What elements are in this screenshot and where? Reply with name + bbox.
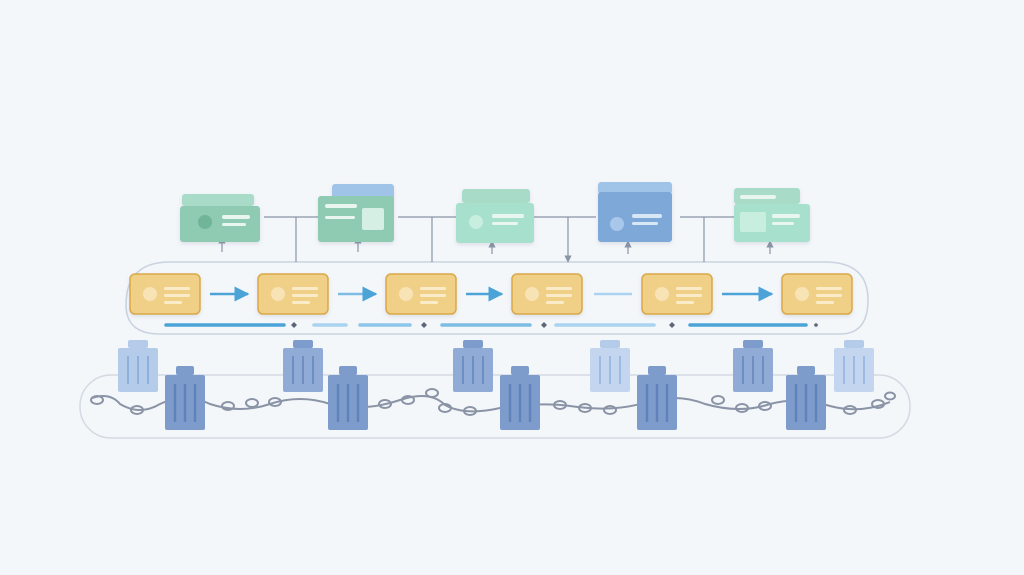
gold-card-3 bbox=[385, 273, 457, 315]
gold-card-6 bbox=[781, 273, 853, 315]
chain bbox=[90, 388, 896, 416]
progress-markers bbox=[291, 322, 818, 328]
trash-bin-icon bbox=[328, 366, 368, 430]
top-card-2 bbox=[318, 184, 394, 242]
middle-platform-outline bbox=[125, 261, 869, 335]
gold-card-5 bbox=[641, 273, 713, 315]
trash-bin-icon bbox=[500, 366, 540, 430]
trash-bin-icon bbox=[834, 340, 874, 392]
top-card-5 bbox=[734, 188, 810, 242]
trash-bin-icon bbox=[590, 340, 630, 392]
trash-bin-icon bbox=[283, 340, 323, 392]
gold-card-4 bbox=[511, 273, 583, 315]
trash-bin-icon bbox=[733, 340, 773, 392]
chain-track-outline bbox=[79, 374, 911, 439]
top-card-4 bbox=[598, 182, 672, 242]
top-card-1 bbox=[180, 194, 260, 242]
trash-bin-icon bbox=[165, 366, 205, 430]
gold-card-2 bbox=[257, 273, 329, 315]
trash-bin-icon bbox=[637, 366, 677, 430]
trash-bin-icon bbox=[118, 340, 158, 392]
trash-bin-icon bbox=[453, 340, 493, 392]
trash-bin-icon bbox=[786, 366, 826, 430]
gold-card-1 bbox=[129, 273, 201, 315]
top-card-3 bbox=[456, 189, 534, 243]
